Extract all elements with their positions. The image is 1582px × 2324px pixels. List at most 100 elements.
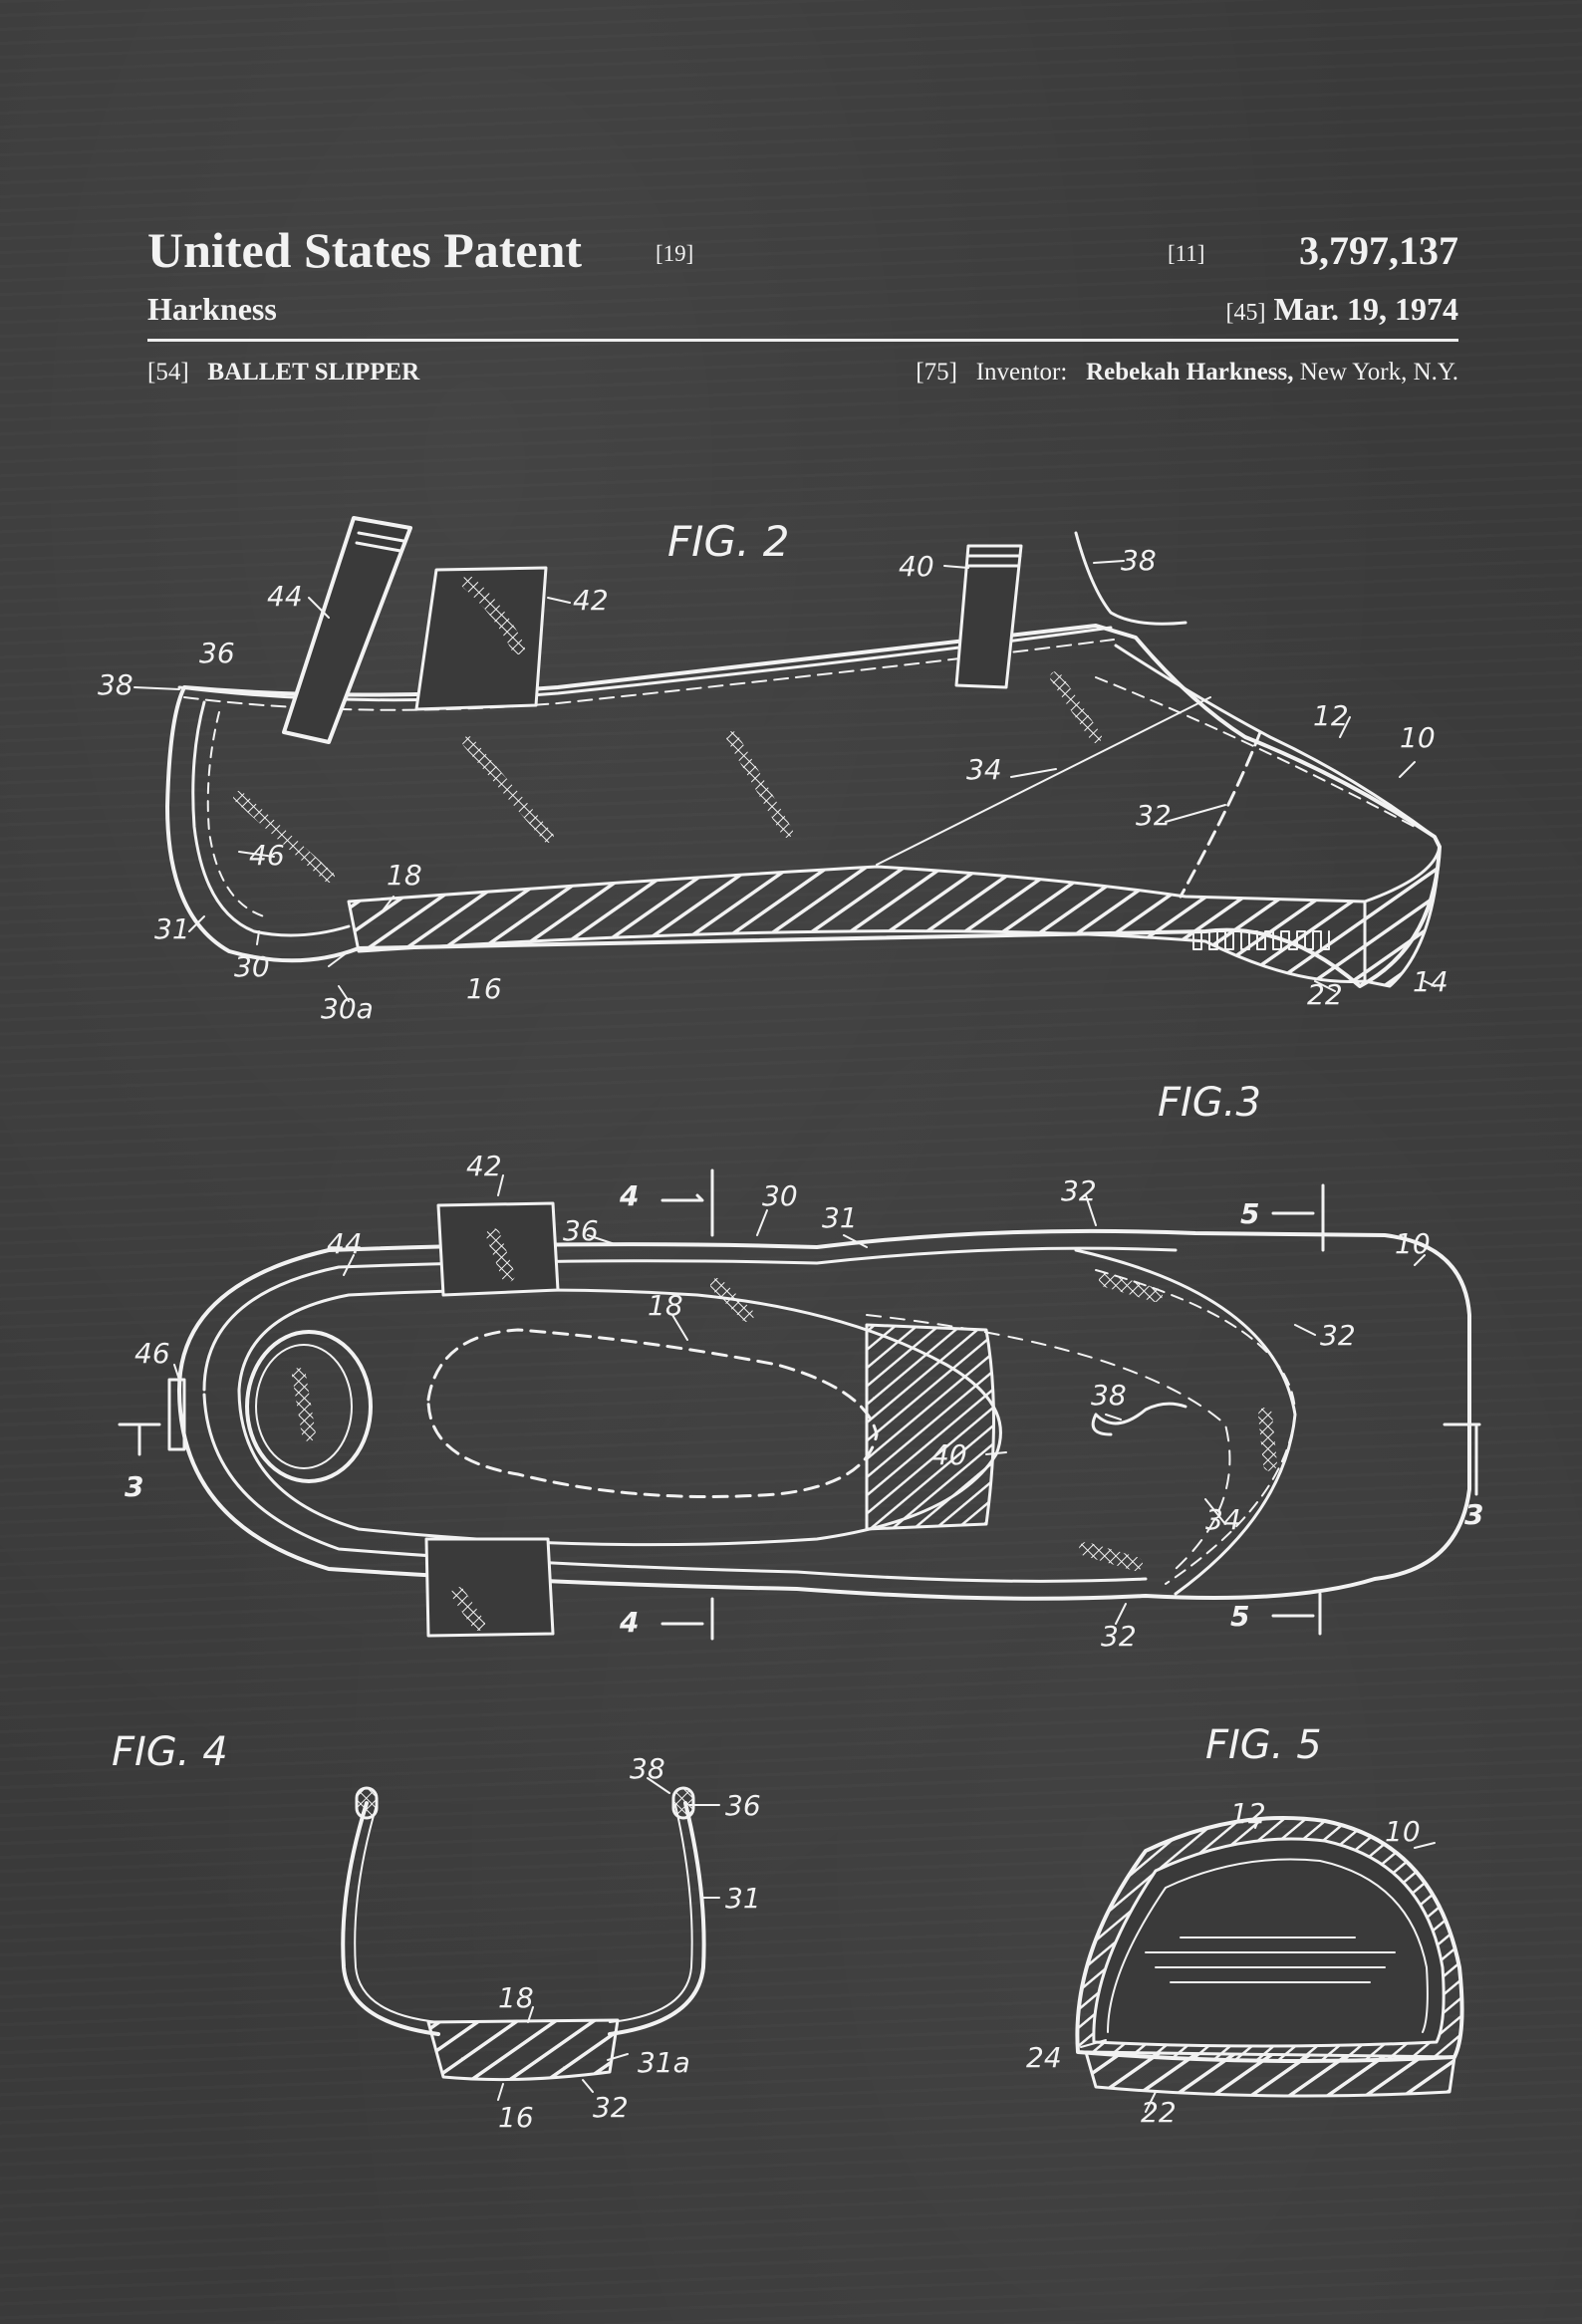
- fig4-ref: 38: [630, 1752, 665, 1785]
- fig3-ref: 32: [1101, 1620, 1137, 1653]
- fig2-strap-40-stripes: [965, 554, 1022, 568]
- fig5-sole: [1084, 2050, 1456, 2098]
- fig2-ref: 30: [234, 950, 270, 983]
- title-field: [54] BALLET SLIPPER: [147, 359, 419, 387]
- fig4-ref: 31a: [638, 2046, 690, 2079]
- fig3-toe-seam: [1095, 1269, 1296, 1585]
- fig4-ref: 36: [725, 1789, 761, 1822]
- fig2-corrugations: [1185, 930, 1330, 950]
- fig3-section-4-top: [660, 1168, 714, 1237]
- fig5-inner-lining: [1107, 1858, 1429, 2033]
- date-code: [45]: [1225, 300, 1266, 326]
- inventor-code: [75]: [916, 359, 957, 386]
- patent-date: [45] Mar. 19, 1974: [1226, 291, 1458, 328]
- fig4-upper-right-inner: [609, 1804, 693, 2023]
- fig2-ref: 44: [267, 580, 303, 613]
- fig2-ref: 31: [154, 912, 190, 945]
- fig3-ref: 5: [1230, 1600, 1249, 1633]
- fig2-ref: 22: [1307, 978, 1343, 1011]
- fig2-ref: 16: [466, 972, 502, 1005]
- fig3-strap-44: [424, 1537, 555, 1638]
- fig3-leaders: [173, 1174, 1426, 1625]
- fig3-top-view: FIG.3 42 4: [118, 1080, 1483, 1653]
- inventor-field: [75] Inventor: Rebekah Harkness, New Yor…: [916, 359, 1458, 387]
- fig4-upper-left: [341, 1801, 440, 2036]
- fig2-toe-tip: [1363, 845, 1442, 988]
- fig2-ref: 38: [1121, 544, 1157, 577]
- fig2-toe-seam: [1179, 730, 1262, 899]
- fig2-ref: 36: [199, 637, 235, 669]
- fig3-ref: 4: [619, 1606, 639, 1639]
- fig3-ref: 5: [1240, 1197, 1259, 1230]
- fig3-opening: [237, 1288, 1002, 1547]
- fig4-upper-right: [608, 1801, 706, 2036]
- fig2-ref: 40: [899, 550, 934, 583]
- fig3-ref: 10: [1395, 1227, 1431, 1260]
- fig2-leaders: [133, 560, 1436, 1002]
- fig2-strap-42: [414, 566, 548, 711]
- title-code: [19]: [656, 241, 694, 266]
- patent-number: 3,797,137: [1299, 228, 1458, 273]
- fig3-section-5-top: [1271, 1183, 1325, 1252]
- fig3-binding-outer: [202, 1246, 1178, 1392]
- fig5-toe-section: FIG. 5 12 10 24 22: [1026, 1722, 1464, 2129]
- fig4-leaders: [497, 1777, 720, 2101]
- fig4-ref: 16: [498, 2101, 534, 2134]
- fig3-ref: 32: [1320, 1319, 1356, 1352]
- fig3-ref: 30: [762, 1179, 798, 1212]
- fig3-ref: 31: [822, 1201, 858, 1234]
- assignee-name: Harkness: [147, 291, 277, 327]
- fig3-section-5-bottom: [1271, 1592, 1322, 1636]
- fig3-ref: 4: [619, 1179, 639, 1212]
- fig2-toe-box-inner: [1095, 676, 1416, 828]
- fig4-label: FIG. 4: [112, 1729, 228, 1775]
- date-value: Mar. 19, 1974: [1273, 291, 1458, 327]
- fig5-ref: 12: [1230, 1797, 1266, 1830]
- fig2-toe-box: [1114, 644, 1437, 839]
- title-field-code: [54]: [147, 359, 189, 386]
- fig3-ref: 42: [466, 1150, 502, 1182]
- fig2-strap-42-hatch: [461, 576, 525, 654]
- fig3-band-40: [865, 1323, 995, 1531]
- invention-title: BALLET SLIPPER: [207, 359, 420, 386]
- fig4-ref: 32: [593, 2091, 629, 2124]
- fig2-ref: 42: [573, 584, 609, 617]
- fig4-sole: [426, 2018, 620, 2082]
- fig3-ref: 40: [931, 1438, 967, 1471]
- fig3-drawstring: [1091, 1402, 1187, 1436]
- fig2-ref: 46: [249, 839, 285, 872]
- fig2-ref: 32: [1136, 799, 1172, 832]
- fig3-ref: 38: [1091, 1379, 1127, 1412]
- fig3-toe-line-34: [866, 1314, 1231, 1570]
- fig4-ref: 31: [725, 1882, 761, 1915]
- fig2-ref: 18: [387, 859, 422, 892]
- fig2-ref: 14: [1413, 965, 1449, 998]
- fig5-ref: 10: [1385, 1815, 1421, 1848]
- fig3-label: FIG.3: [1158, 1080, 1261, 1126]
- header-rule: [147, 339, 1458, 342]
- fig4-ref: 18: [498, 1981, 534, 2014]
- fig2-ref: 30a: [321, 992, 374, 1025]
- patent-title: United States Patent: [147, 222, 583, 278]
- fig3-ref: 32: [1061, 1174, 1097, 1207]
- fig4-binding-left: [355, 1786, 379, 1820]
- inventor-location: New York, N.Y.: [1299, 359, 1458, 386]
- fig3-heel-ring-inner: [255, 1344, 353, 1469]
- number-code: [11]: [1168, 241, 1205, 266]
- fig2-ref: 38: [98, 668, 133, 701]
- fig4-cross-section: FIG. 4 38 36 31 18 31a 32 16: [112, 1729, 761, 2134]
- fig5-label: FIG. 5: [1205, 1722, 1322, 1768]
- fig2-label: FIG. 2: [667, 517, 790, 566]
- fig3-ref: 44: [327, 1227, 363, 1260]
- fig2-ref: 34: [966, 753, 1002, 786]
- fig3-ref: 18: [648, 1289, 683, 1322]
- fig2-highlights: [233, 671, 1102, 883]
- fig3-highlights: [292, 1228, 1277, 1631]
- fig3-shoe-outline: [177, 1228, 1471, 1601]
- fig3-ref: 3: [1464, 1498, 1483, 1531]
- fig5-padding-lines: [1145, 1937, 1396, 1983]
- fig3-ref: 46: [134, 1337, 170, 1370]
- inventor-label: Inventor:: [975, 359, 1068, 386]
- fig4-upper-left-inner: [354, 1804, 439, 2023]
